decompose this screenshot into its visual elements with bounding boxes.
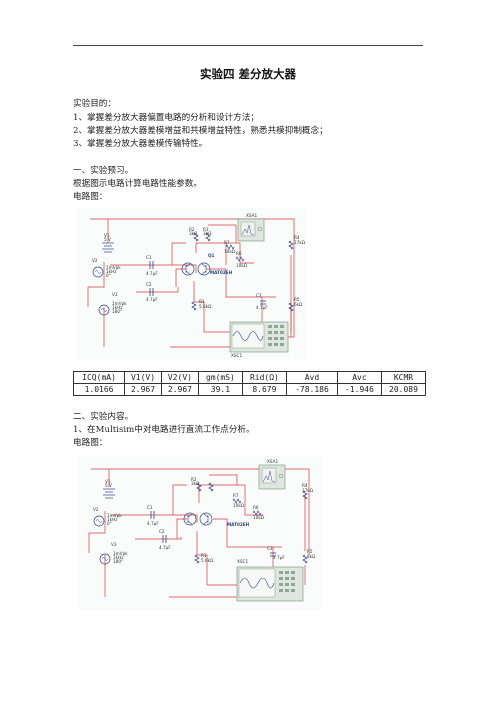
svg-text:R5: R5 bbox=[294, 297, 300, 302]
parameter-table: ICQ(mA) V1(V) V2(V) gm(mS) Rid(Ω) Avd Av… bbox=[72, 371, 427, 396]
svg-text:XSC1: XSC1 bbox=[231, 353, 242, 358]
table-cell: 39.1 bbox=[197, 383, 243, 396]
svg-text:V3: V3 bbox=[111, 542, 117, 547]
purpose-item-1: 1、掌握差分放大器偏置电路的分析和设计方法； bbox=[73, 113, 259, 123]
svg-text:V2: V2 bbox=[92, 258, 98, 263]
svg-text:1mVpk: 1mVpk bbox=[112, 301, 127, 306]
table-row: 1.0166 2.967 2.967 39.1 8.679 -78.186 -1… bbox=[72, 383, 427, 396]
svg-text:4.7µF: 4.7µF bbox=[159, 545, 171, 550]
circuit-diagram-2: XSA1 V1 5 V V2 1mVpk 1kHz 0° V3 1mVpk 1k… bbox=[77, 455, 322, 610]
svg-text:8kΩ: 8kΩ bbox=[307, 554, 316, 559]
svg-text:3kΩ: 3kΩ bbox=[191, 481, 200, 486]
table-cell: -1.946 bbox=[336, 383, 382, 396]
svg-text:V1: V1 bbox=[105, 479, 111, 484]
table-header: V2(V) bbox=[160, 371, 199, 384]
table-header: Rid(Ω) bbox=[241, 371, 287, 384]
circuit-label-1: 电路图： bbox=[73, 192, 108, 202]
svg-text:1mVpk: 1mVpk bbox=[107, 513, 122, 518]
svg-text:R1: R1 bbox=[201, 553, 207, 558]
purpose-heading: 实验目的： bbox=[73, 99, 116, 109]
table-header: gm(mS) bbox=[197, 371, 243, 384]
svg-text:V2: V2 bbox=[93, 507, 99, 512]
svg-text:4.7µF: 4.7µF bbox=[146, 271, 158, 276]
section-1-text: 根据图示电路计算电路性能参数。 bbox=[73, 179, 202, 189]
svg-text:4.7µF: 4.7µF bbox=[147, 521, 159, 526]
svg-text:MAT02EH: MAT02EH bbox=[227, 522, 250, 527]
svg-text:C1: C1 bbox=[147, 505, 153, 510]
table-header: KCMR bbox=[380, 371, 427, 384]
circuit-label-2: 电路图： bbox=[73, 438, 108, 448]
svg-text:C3: C3 bbox=[256, 293, 262, 298]
svg-text:XSA1: XSA1 bbox=[267, 459, 278, 464]
table-cell: 8.679 bbox=[241, 383, 287, 396]
table-header: ICQ(mA) bbox=[72, 371, 126, 384]
svg-text:R4: R4 bbox=[302, 483, 308, 488]
svg-text:5 V: 5 V bbox=[105, 483, 112, 488]
svg-text:V1: V1 bbox=[104, 233, 110, 238]
svg-text:17kΩ: 17kΩ bbox=[302, 488, 314, 493]
table-cell: 2.967 bbox=[124, 383, 162, 396]
svg-text:R2: R2 bbox=[191, 477, 197, 482]
svg-text:C3: C3 bbox=[267, 546, 273, 551]
table-header: Avc bbox=[336, 371, 382, 384]
section-1-heading: 一、实验预习。 bbox=[73, 166, 134, 176]
svg-text:17kΩ: 17kΩ bbox=[294, 240, 306, 245]
svg-text:V3: V3 bbox=[112, 292, 118, 297]
svg-text:1kHz: 1kHz bbox=[106, 269, 117, 274]
svg-text:R4: R4 bbox=[294, 235, 300, 240]
svg-text:3kΩ: 3kΩ bbox=[203, 231, 212, 236]
svg-text:5 V: 5 V bbox=[104, 237, 111, 242]
table-cell: 20.089 bbox=[380, 383, 427, 396]
svg-text:Q1: Q1 bbox=[208, 253, 215, 258]
svg-text:R6: R6 bbox=[236, 251, 242, 256]
svg-text:4.7µF: 4.7µF bbox=[273, 555, 285, 560]
svg-text:C2: C2 bbox=[146, 282, 152, 287]
svg-text:4.7µF: 4.7µF bbox=[256, 305, 268, 310]
table-cell: 1.0166 bbox=[72, 383, 126, 396]
table-cell: -78.186 bbox=[285, 383, 338, 396]
svg-text:R5: R5 bbox=[307, 549, 313, 554]
svg-text:180°: 180° bbox=[113, 559, 123, 564]
svg-text:5.6kΩ: 5.6kΩ bbox=[199, 304, 212, 309]
svg-text:C2: C2 bbox=[159, 529, 165, 534]
svg-text:180°: 180° bbox=[112, 309, 122, 314]
purpose-item-3: 3、掌握差分放大器差模传输特性。 bbox=[73, 139, 208, 149]
svg-text:1mVpk: 1mVpk bbox=[113, 551, 128, 556]
svg-text:10kΩ: 10kΩ bbox=[233, 503, 245, 508]
svg-text:R7: R7 bbox=[233, 493, 239, 498]
page-title: 实验四 差分放大器 bbox=[199, 67, 296, 81]
svg-text:R3: R3 bbox=[203, 227, 209, 232]
table-header-row: ICQ(mA) V1(V) V2(V) gm(mS) Rid(Ω) Avd Av… bbox=[72, 371, 427, 384]
svg-text:3kΩ: 3kΩ bbox=[189, 231, 198, 236]
svg-text:R1: R1 bbox=[199, 299, 205, 304]
svg-text:1kHz: 1kHz bbox=[112, 305, 123, 310]
svg-text:10kΩ: 10kΩ bbox=[224, 249, 236, 254]
section-2-item-1: 1、在Multisim中对电路进行直流工作点分析。 bbox=[73, 425, 255, 435]
purpose-item-2: 2、掌握差分放大器差模增益和共模增益特性，熟悉共模抑制概念； bbox=[73, 126, 328, 136]
svg-text:R6: R6 bbox=[253, 505, 259, 510]
xsa-label: XSA1 bbox=[246, 213, 257, 218]
svg-text:XSC1: XSC1 bbox=[237, 559, 248, 564]
svg-text:6kΩ: 6kΩ bbox=[294, 302, 303, 307]
table-header: Avd bbox=[285, 371, 338, 384]
svg-text:10kΩ: 10kΩ bbox=[253, 515, 265, 520]
svg-text:1kHz: 1kHz bbox=[107, 517, 118, 522]
svg-text:MAT02EH: MAT02EH bbox=[210, 270, 233, 275]
svg-text:1mVpk: 1mVpk bbox=[106, 265, 121, 270]
svg-text:4.7µF: 4.7µF bbox=[146, 297, 158, 302]
svg-text:10kΩ: 10kΩ bbox=[236, 263, 248, 268]
header-rule bbox=[73, 45, 423, 46]
section-2-heading: 二、实验内容。 bbox=[73, 412, 134, 422]
circuit-diagram-1: XSA1 V1 5 V V2 1mVpk 1kHz 0° V3 1mVpk 1k… bbox=[76, 207, 306, 361]
svg-text:5.6kΩ: 5.6kΩ bbox=[201, 558, 214, 563]
svg-text:R7: R7 bbox=[224, 240, 230, 245]
svg-text:R2: R2 bbox=[189, 227, 195, 232]
table-cell: 2.967 bbox=[160, 383, 199, 396]
svg-text:0°: 0° bbox=[106, 273, 111, 278]
svg-text:1kHz: 1kHz bbox=[113, 555, 124, 560]
table-header: V1(V) bbox=[124, 371, 162, 384]
svg-text:0°: 0° bbox=[107, 521, 112, 526]
svg-text:C1: C1 bbox=[146, 255, 152, 260]
